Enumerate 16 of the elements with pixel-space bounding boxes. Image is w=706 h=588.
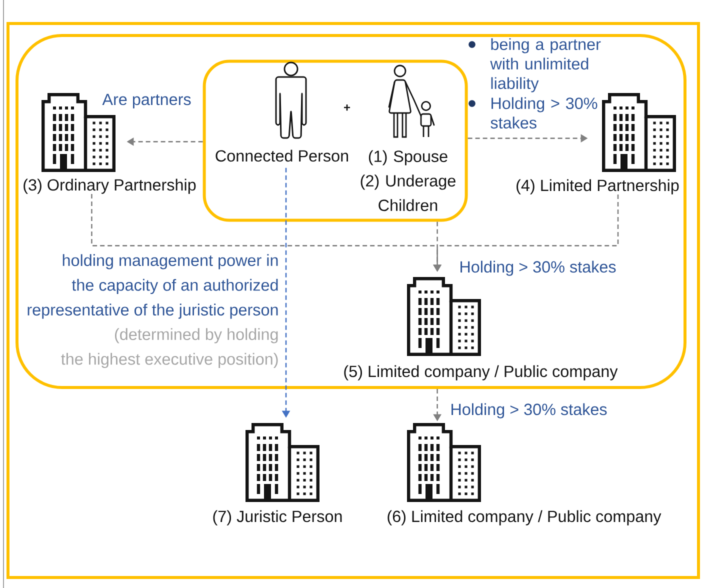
bullet-text: being a partner with unlimited liability — [490, 38, 601, 92]
node-label: (7) Juristic Person — [213, 510, 342, 526]
node-label: (6) Limited company / Public company — [388, 510, 662, 526]
node-label: Connected Person — [216, 150, 348, 162]
edge-label: Are partners — [102, 94, 191, 108]
bullet-text: Holding > 30% stakes — [490, 97, 598, 129]
edge-label: holding management power in the capacity of an authorized representative of the juristic person — [28, 254, 278, 319]
edge-label: Holding > 30% stakes — [452, 403, 607, 418]
node-label: (1) Spouse (2) Underage Children — [360, 150, 456, 212]
node-label: (4) Limited Partnership — [516, 179, 679, 194]
rounded-box — [16, 34, 686, 389]
rounded-box — [202, 60, 468, 222]
edge-label: Holding > 30% stakes — [460, 260, 616, 276]
node-label: (3) Ordinary Partnership — [24, 178, 196, 194]
note-text: (determined by holding the highest executive position) — [61, 328, 278, 368]
node-label: (5) Limited company / Public company — [344, 365, 618, 380]
